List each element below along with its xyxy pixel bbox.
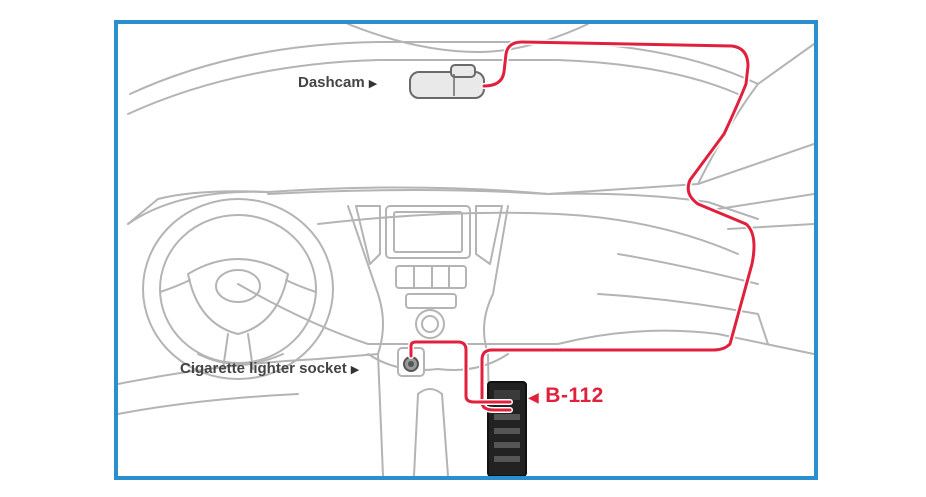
a-pillar-right (757, 43, 814, 85)
windshield-inner-edge (127, 59, 739, 115)
console-outline-right (483, 205, 509, 476)
diagram-frame: Dashcam▶ Cigarette lighter socket▶ ◀B-11… (114, 20, 818, 480)
dashboard-line (317, 211, 739, 255)
rearview-mount (347, 24, 589, 53)
steering-wheel-inner (159, 214, 317, 364)
dashboard-top (267, 189, 759, 220)
b112-device (487, 381, 527, 476)
cable-route-outline (479, 39, 757, 413)
product-label: ◀ B-112 (528, 384, 604, 409)
infotainment-screen (385, 205, 471, 259)
control-dial (415, 309, 445, 339)
gear-lever (413, 388, 449, 476)
a-pillar-right-inner (697, 143, 814, 185)
pointer-left-icon: ◀ (528, 389, 540, 405)
dashcam-label: Dashcam▶ (298, 74, 377, 93)
cigarette-socket (397, 347, 425, 377)
cable-socket (409, 340, 512, 404)
pointer-right-icon: ▶ (368, 78, 378, 90)
socket-label: Cigarette lighter socket▶ (180, 360, 359, 379)
dashboard-right (617, 253, 759, 285)
steering-column (197, 353, 284, 365)
door-right (717, 193, 814, 210)
dash-lower-left (118, 353, 379, 385)
dashcam-label-text: Dashcam (298, 74, 365, 91)
door-right-lower (727, 223, 814, 230)
dashboard-lower (237, 283, 814, 355)
steering-wheel-outer (142, 198, 334, 380)
product-label-text: B-112 (545, 384, 604, 407)
glovebox (597, 293, 769, 345)
vent-left (355, 205, 381, 265)
steering-spoke-right (285, 279, 317, 293)
steering-spoke-left (159, 279, 191, 293)
vent-right (475, 205, 503, 265)
steering-hub (187, 258, 289, 335)
pointer-right-icon: ▶ (350, 364, 360, 376)
dashcam-device (409, 64, 485, 99)
cable-route (480, 40, 756, 412)
a-pillar-left (127, 190, 269, 225)
socket-label-text: Cigarette lighter socket (180, 360, 347, 377)
car-interior-illustration (118, 24, 814, 476)
console-base (367, 353, 509, 371)
